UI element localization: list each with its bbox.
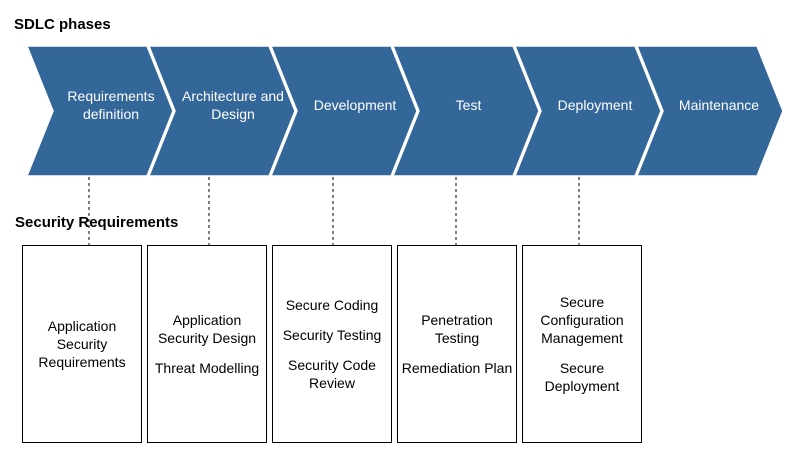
phase-chevron-test [391,45,540,177]
phase-label-requirements-definition: Requirements definition [67,88,155,122]
phase-label-maintenance: Maintenance [678,97,760,113]
security-requirements-heading: Security Requirements [15,214,179,231]
requirement-item: Secure Configuration Management [540,294,624,346]
phase-label-development: Development [313,97,397,113]
phase-chevron-development [269,45,418,177]
phase-label-deployment: Deployment [557,97,633,113]
phase-chevron-requirements-definition [25,45,174,177]
requirement-list: Application Security Requirements [23,317,141,371]
requirement-box-requirements-definition: Application Security Requirements [22,245,142,443]
phase-label-architecture-design: Architecture and Design [182,88,284,122]
requirement-item: Secure Deployment [544,360,620,394]
phase-label-test: Test [455,97,482,113]
phase-chevron-deployment [513,45,662,177]
requirement-item: Application Security Requirements [38,318,126,370]
phase-chevron-architecture-design [147,45,296,177]
requirement-item: Security Testing [282,327,382,343]
requirement-item: Secure Coding [285,297,379,313]
requirement-item: Remediation Plan [401,360,513,376]
requirement-item: Threat Modelling [154,360,260,376]
requirement-item: Security Code Review [288,357,376,391]
diagram-title: SDLC phases [14,16,111,33]
requirement-item: Application Security Design [157,312,257,346]
requirement-item: Penetration Testing [421,312,493,346]
phase-chevron-maintenance [635,45,784,177]
